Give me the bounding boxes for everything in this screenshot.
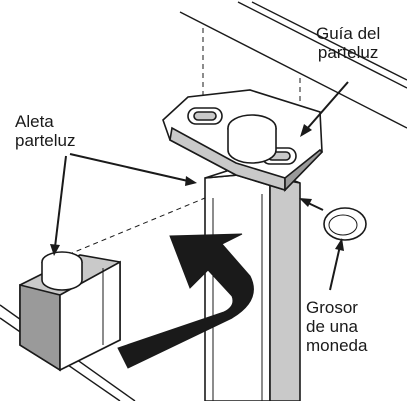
label-mullion-guide-line2: parteluz [317, 43, 379, 62]
lower-cabinet-block [19, 251, 121, 372]
direction-arrow [117, 233, 254, 369]
label-mullion-flap: Aleta parteluz [15, 112, 75, 150]
label-mullion-guide: Guía del parteluz [316, 24, 380, 62]
label-mullion-guide-line1: Guía del [316, 24, 381, 43]
coin-icon [323, 207, 367, 241]
mullion-guide [162, 89, 324, 192]
label-mullion-flap-line2: parteluz [15, 131, 76, 150]
cabinet-top-edge [179, 1, 407, 129]
label-mullion-flap-line1: Aleta [15, 112, 54, 131]
label-coin-thickness-line1: Grosor [306, 298, 358, 317]
label-coin-thickness-line2: de una [306, 317, 358, 336]
label-coin-thickness-line3: moneda [306, 336, 368, 355]
alignment-dashed-lines [59, 28, 301, 259]
label-coin-thickness: Grosor de una moneda [306, 298, 367, 355]
pointer-arrows [50, 81, 349, 291]
